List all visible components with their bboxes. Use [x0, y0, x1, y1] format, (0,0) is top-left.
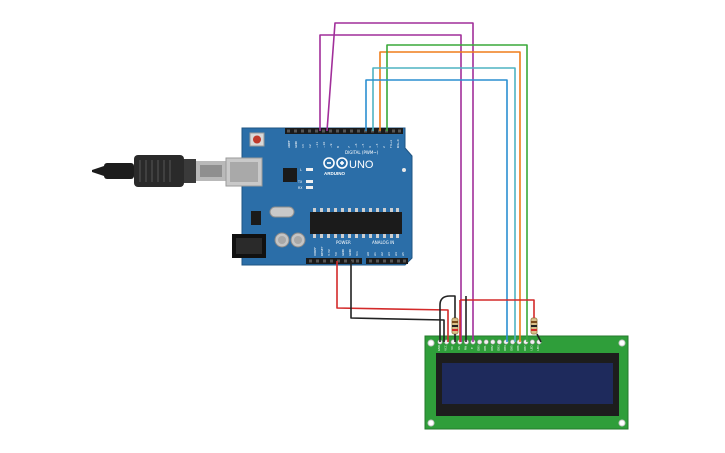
lcd-pin-label: LED	[536, 345, 540, 350]
pin-9-label: ~9	[329, 143, 333, 148]
wire-blue	[365, 79, 508, 342]
analog-section-label: ANALOG IN	[372, 240, 394, 245]
pin-ioref-label: IOREF	[313, 247, 317, 256]
pin-a2-label: A2	[380, 252, 384, 256]
pin-5v-label: 5V	[334, 251, 338, 256]
pin-7-label: 7	[347, 146, 351, 148]
wire-red	[460, 299, 535, 318]
resistor	[530, 317, 538, 335]
arduino-uno-board: L TX RX AREF GND 13 12 ~11 ~10 ~9 8 7 ~6…	[225, 127, 413, 266]
lcd-pin	[496, 339, 502, 345]
wire-orange	[379, 51, 521, 342]
lcd-pin-label: VCC	[444, 345, 448, 351]
pin-rx-label: RX←0	[396, 139, 400, 148]
led-tx-label: TX	[297, 180, 303, 184]
wire-purple	[326, 22, 474, 342]
led-rx-label: RX	[298, 186, 303, 190]
lcd-pin	[510, 339, 516, 345]
digital-section-label: DIGITAL (PWM~)	[345, 150, 379, 155]
pin-2-label: 2	[382, 146, 386, 148]
wire-black	[439, 295, 456, 342]
lcd-pin-label: DB6	[516, 345, 520, 351]
pin-a1-label: A1	[373, 252, 377, 256]
pin-a0-label: A0	[366, 252, 370, 256]
pin-a4-label: A4	[394, 252, 398, 256]
power-header	[306, 258, 362, 264]
led-l-label: L	[300, 168, 302, 172]
wire-black	[536, 333, 542, 343]
lcd-pin-label: RW	[463, 345, 467, 350]
power-section-label: POWER	[336, 240, 351, 245]
pin-13-label: 13	[301, 144, 305, 148]
lcd-pin-label: DB7	[523, 345, 527, 351]
lcd-pin	[477, 339, 483, 345]
wire-red	[336, 261, 449, 342]
pin-a3-label: A3	[387, 252, 391, 256]
wire-teal	[372, 67, 516, 342]
lcd-pin-label: DB1	[483, 345, 487, 351]
lcd-pin-label: DB2	[490, 345, 494, 351]
lcd-screen	[442, 363, 613, 404]
lcd-pin	[529, 339, 535, 345]
lcd-pin-label: DB5	[510, 345, 514, 351]
pin-3-label: ~3	[375, 143, 379, 148]
lcd-pin-label: DB0	[477, 345, 481, 351]
board-brand: ARDUINO	[324, 171, 345, 176]
lcd-pin	[490, 339, 496, 345]
pin-a5-label: A5	[401, 252, 405, 256]
lcd-pin-label: V0	[450, 346, 454, 350]
lcd-pin-label: DB3	[496, 345, 500, 351]
pin-11-label: ~11	[315, 142, 319, 148]
pin-5-label: ~5	[361, 143, 365, 148]
arduino-logo-icon	[323, 157, 348, 169]
pin-reset-label: RESET	[320, 246, 324, 256]
board-model: UNO	[349, 159, 374, 171]
pin-gnd-label: GND	[294, 140, 298, 148]
atmega-chip	[310, 208, 402, 238]
pin-gnd1-label: GND	[341, 248, 345, 256]
resistor	[451, 317, 459, 335]
lcd-pin-label: LED	[529, 345, 533, 350]
wire-green	[386, 44, 528, 342]
lcd-pin-label: RS	[457, 346, 461, 350]
pin-12-label: 12	[308, 144, 312, 148]
lcd-pin-label: DB4	[503, 345, 507, 351]
pin-8-label: 8	[336, 146, 340, 148]
pin-6-label: ~6	[354, 143, 358, 148]
pin-vin-label: Vin	[355, 251, 359, 256]
lcd-pin	[483, 339, 489, 345]
pin-gnd2-label: GND	[348, 248, 352, 256]
pin-10-label: ~10	[322, 142, 326, 148]
usb-cable	[92, 155, 226, 187]
wire-black	[350, 261, 445, 342]
analog-header	[366, 258, 408, 264]
crystal	[269, 206, 295, 218]
pin-3v3-label: 3.3V	[327, 248, 331, 256]
pin-aref-label: AREF	[287, 140, 291, 148]
lcd-pin-label: E	[470, 347, 474, 349]
pin-tx-label: TX→1	[389, 140, 393, 149]
wire-purple	[319, 34, 462, 342]
lcd-pin-label: GND	[437, 345, 441, 351]
pin-4-label: 4	[368, 146, 372, 148]
